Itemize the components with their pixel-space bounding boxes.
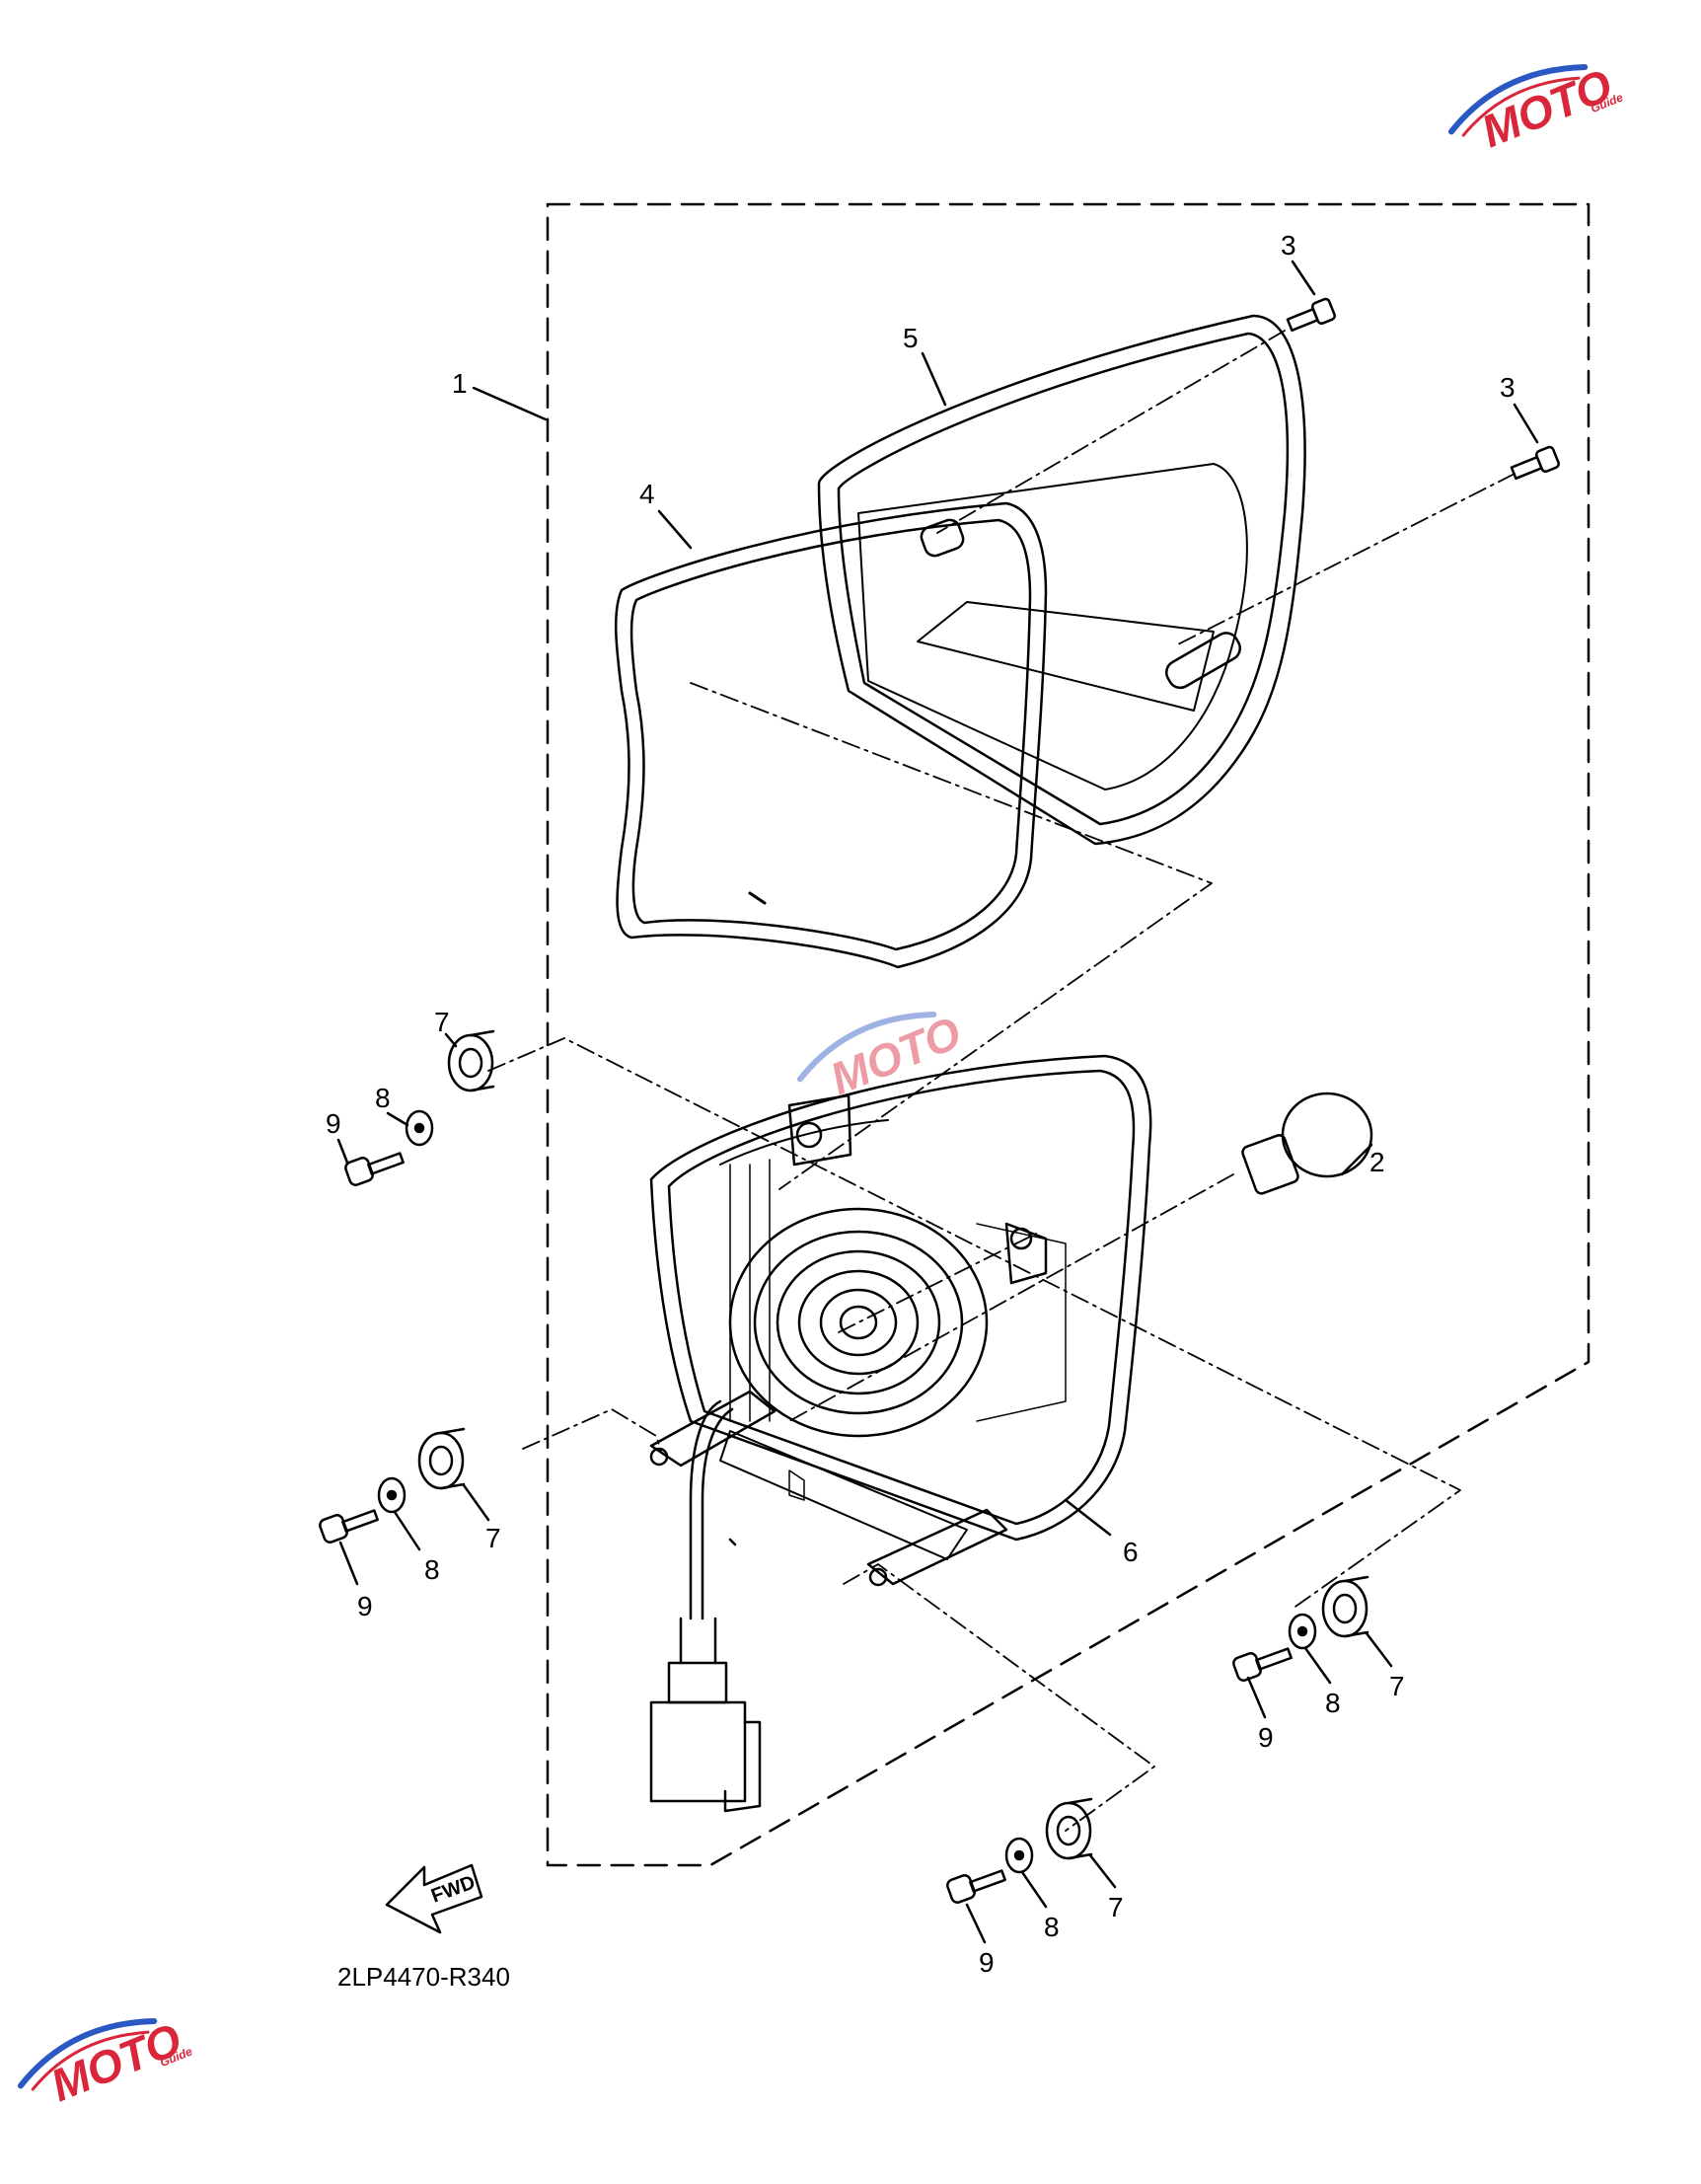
callout-bulb: 2 — [1369, 1147, 1385, 1177]
hardware-set-b — [319, 1427, 466, 1544]
body-part — [649, 1054, 1152, 1587]
assembly-boundary — [546, 202, 1590, 1867]
leader-hw-d-9 — [965, 1903, 987, 1944]
callout-hw-b-grommet: 7 — [485, 1523, 501, 1553]
leader-hw-c-9 — [1246, 1676, 1267, 1719]
callout-hw-b-screw: 9 — [357, 1591, 373, 1621]
callout-hw-c-grommet: 7 — [1389, 1671, 1405, 1701]
leader-gasket — [657, 509, 693, 550]
alignment-lines — [487, 330, 1516, 1832]
callout-hw-a-grommet: 7 — [434, 1007, 450, 1037]
leader-hw-c-7 — [1365, 1631, 1393, 1668]
leader-hw-d-7 — [1088, 1853, 1117, 1889]
callout-hw-c-screw: 9 — [1258, 1722, 1274, 1753]
wire-harness — [649, 1399, 762, 1813]
watermark-logo-top: MOTO Guide — [1447, 59, 1625, 157]
callout-hw-d-screw: 9 — [979, 1947, 995, 1978]
leader-assembly — [472, 386, 548, 421]
leader-hw-c-8 — [1303, 1646, 1332, 1685]
gasket-part — [615, 501, 1048, 969]
diagram-code: 2LP4470-R340 — [337, 1962, 510, 1992]
hardware-set-a — [344, 1029, 495, 1186]
callout-gasket: 4 — [639, 479, 655, 509]
lens-screw-upper — [1286, 297, 1336, 333]
leader-screw-upper — [1291, 260, 1316, 296]
hardware-set-d — [946, 1797, 1093, 1904]
lens-part — [817, 314, 1306, 846]
leader-bulb — [1340, 1143, 1373, 1176]
leader-hw-a-9 — [336, 1138, 349, 1165]
leader-hw-b-7 — [462, 1483, 490, 1522]
callout-hw-a-screw: 9 — [326, 1108, 341, 1139]
callout-screw-upper: 3 — [1281, 230, 1296, 261]
bulb-part — [1241, 1092, 1373, 1195]
callout-labels: 1 2 3 3 4 5 6 7 8 9 7 8 9 7 8 9 7 8 9 — [326, 230, 1516, 1978]
leader-body — [1064, 1498, 1112, 1537]
leader-lens — [921, 351, 947, 407]
leader-hw-a-8 — [386, 1111, 409, 1127]
lens-screw-lower — [1510, 445, 1560, 481]
callout-hw-d-washer: 8 — [1044, 1912, 1060, 1942]
callout-hw-c-washer: 8 — [1325, 1688, 1341, 1718]
callout-assembly: 1 — [452, 368, 468, 399]
hardware-set-c — [1232, 1575, 1369, 1682]
callout-hw-b-washer: 8 — [424, 1554, 440, 1585]
leader-screw-lower — [1513, 403, 1539, 444]
callout-lens: 5 — [903, 323, 919, 353]
leader-hw-b-9 — [338, 1541, 359, 1586]
fwd-arrow-icon: FWD — [385, 1863, 483, 1934]
callout-body: 6 — [1123, 1537, 1139, 1567]
callout-hw-a-washer: 8 — [375, 1083, 391, 1113]
callout-screw-lower: 3 — [1500, 372, 1516, 403]
leader-hw-d-8 — [1020, 1870, 1048, 1909]
watermark-logo-center: MOTO — [796, 1007, 968, 1104]
callout-hw-d-grommet: 7 — [1108, 1892, 1124, 1922]
watermark-logo-bottom: MOTO Guide — [17, 2013, 194, 2111]
leader-hw-a-7 — [444, 1032, 458, 1048]
leader-hw-b-8 — [393, 1510, 421, 1551]
